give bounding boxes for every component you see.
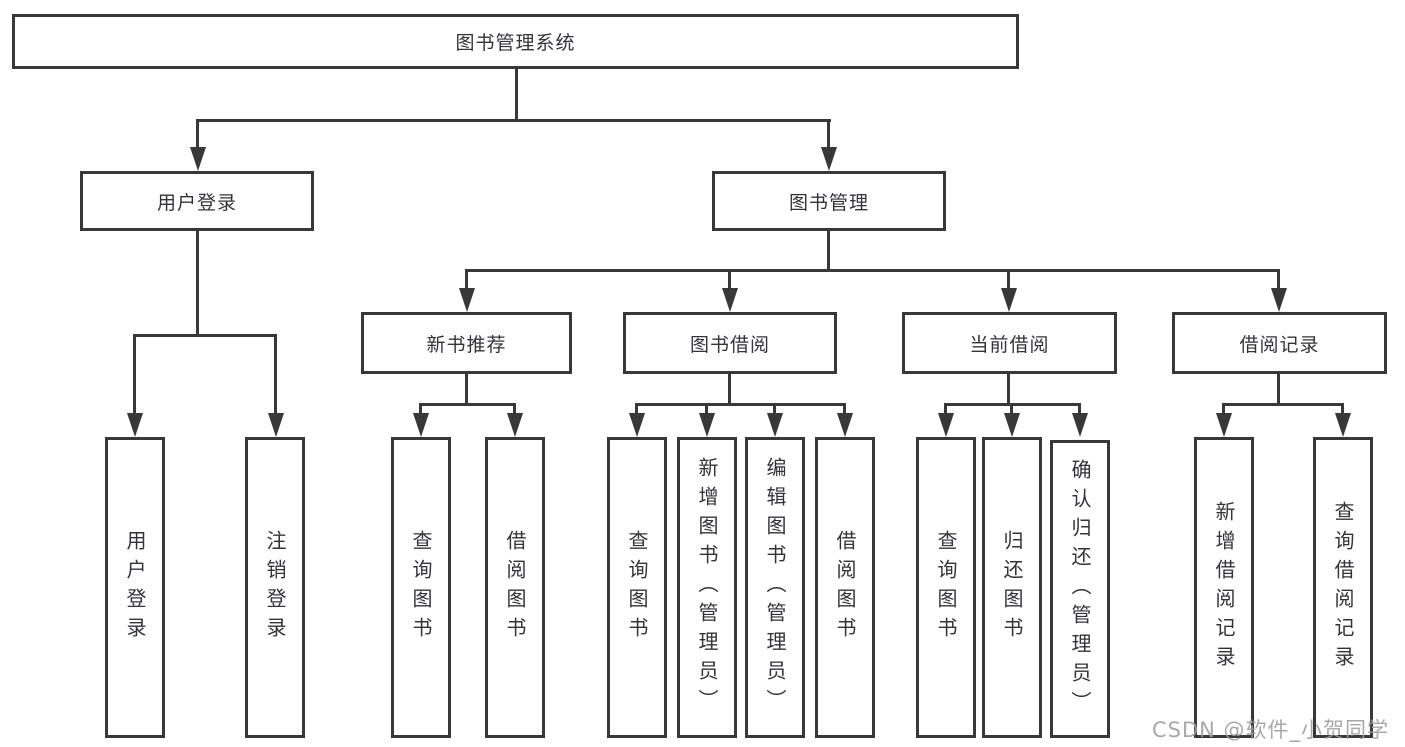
connector-g4-hbar (1222, 403, 1343, 406)
leaf-edit-books-admin-label: 编辑图书（管理员） (763, 457, 787, 718)
arrow-g3-child3 (1071, 403, 1088, 437)
connector-g2-stem (728, 372, 731, 406)
node-new-book-recommend-label: 新书推荐 (426, 333, 507, 356)
leaf-logout-label: 注销登录 (263, 529, 287, 646)
leaf-query-borrow-record-label: 查询借阅记录 (1331, 500, 1355, 675)
leaf-add-borrow-record: 新增借阅记录 (1194, 437, 1254, 738)
connector-root-stem (515, 66, 518, 122)
connector-g1-stem (465, 372, 468, 406)
arrow-g2-child3 (766, 403, 783, 437)
leaf-confirm-return-admin: 确认归还（管理员） (1050, 440, 1110, 738)
arrow-to-user-login-leaf (126, 334, 143, 437)
arrow-g3-child2 (1003, 403, 1020, 437)
leaf-borrow-books-label: 借阅图书 (833, 529, 857, 646)
leaf-user-login-label: 用户登录 (123, 529, 147, 646)
node-root-label: 图书管理系统 (455, 32, 576, 54)
connector-g2-hbar (635, 403, 846, 406)
node-user-login-branch-label: 用户登录 (156, 191, 237, 214)
connector-root-hbar (196, 119, 831, 122)
arrow-to-logout-leaf (267, 334, 284, 437)
node-new-book-recommend: 新书推荐 (361, 312, 572, 374)
leaf-return-books: 归还图书 (982, 437, 1042, 738)
leaf-recommend-query-books-label: 查询图书 (409, 529, 433, 646)
leaf-edit-books-admin: 编辑图书（管理员） (745, 437, 805, 738)
leaf-logout: 注销登录 (245, 437, 305, 738)
node-borrow-records: 借阅记录 (1172, 312, 1387, 374)
leaf-add-books-admin: 新增图书（管理员） (677, 437, 737, 738)
node-current-borrow: 当前借阅 (902, 312, 1117, 374)
arrow-g1-child2 (506, 403, 523, 437)
connector-user-stem (196, 229, 199, 337)
arrow-g2-child1 (628, 403, 645, 437)
arrow-to-book-borrow (721, 269, 738, 312)
arrow-to-user-login (189, 119, 206, 171)
leaf-recommend-query-books: 查询图书 (391, 437, 451, 738)
leaf-recommend-borrow-books: 借阅图书 (485, 437, 545, 738)
arrow-to-current-borrow (1000, 269, 1017, 312)
leaf-user-login: 用户登录 (105, 437, 165, 738)
node-book-borrow-label: 图书借阅 (689, 333, 770, 356)
connector-book-stem (827, 229, 830, 272)
connector-book-hbar (465, 269, 1280, 272)
arrow-g2-child4 (836, 403, 853, 437)
node-root: 图书管理系统 (12, 14, 1019, 69)
connector-g3-stem (1007, 372, 1010, 406)
arrow-g1-child1 (412, 403, 429, 437)
arrow-to-new-book-recommend (458, 269, 475, 312)
arrow-to-book-management (820, 119, 837, 171)
node-book-management-label: 图书管理 (788, 191, 869, 214)
node-book-borrow: 图书借阅 (623, 312, 837, 374)
node-user-login-branch: 用户登录 (80, 171, 314, 231)
arrow-to-borrow-records (1270, 269, 1287, 312)
csdn-watermark: CSDN @软件_小贺同学 (1152, 718, 1390, 742)
connector-g4-stem (1277, 372, 1280, 406)
node-book-management: 图书管理 (712, 171, 946, 231)
leaf-confirm-return-admin-label: 确认归还（管理员） (1068, 458, 1092, 720)
leaf-current-query-books-label: 查询图书 (934, 529, 958, 646)
leaf-borrow-query-books: 查询图书 (607, 437, 667, 738)
leaf-query-borrow-record: 查询借阅记录 (1313, 437, 1373, 738)
node-current-borrow-label: 当前借阅 (969, 333, 1050, 356)
leaf-borrow-books: 借阅图书 (815, 437, 875, 738)
arrow-g4-child1 (1215, 403, 1232, 437)
connector-g1-hbar (419, 403, 516, 406)
leaf-add-borrow-record-label: 新增借阅记录 (1212, 500, 1236, 675)
leaf-borrow-query-books-label: 查询图书 (625, 529, 649, 646)
leaf-recommend-borrow-books-label: 借阅图书 (503, 529, 527, 646)
arrow-g4-child2 (1334, 403, 1351, 437)
leaf-add-books-admin-label: 新增图书（管理员） (695, 457, 719, 718)
leaf-return-books-label: 归还图书 (1000, 529, 1024, 646)
leaf-current-query-books: 查询图书 (916, 437, 976, 738)
connector-user-hbar (133, 334, 277, 337)
node-borrow-records-label: 借阅记录 (1239, 333, 1320, 356)
arrow-g2-child2 (698, 403, 715, 437)
arrow-g3-child1 (937, 403, 954, 437)
